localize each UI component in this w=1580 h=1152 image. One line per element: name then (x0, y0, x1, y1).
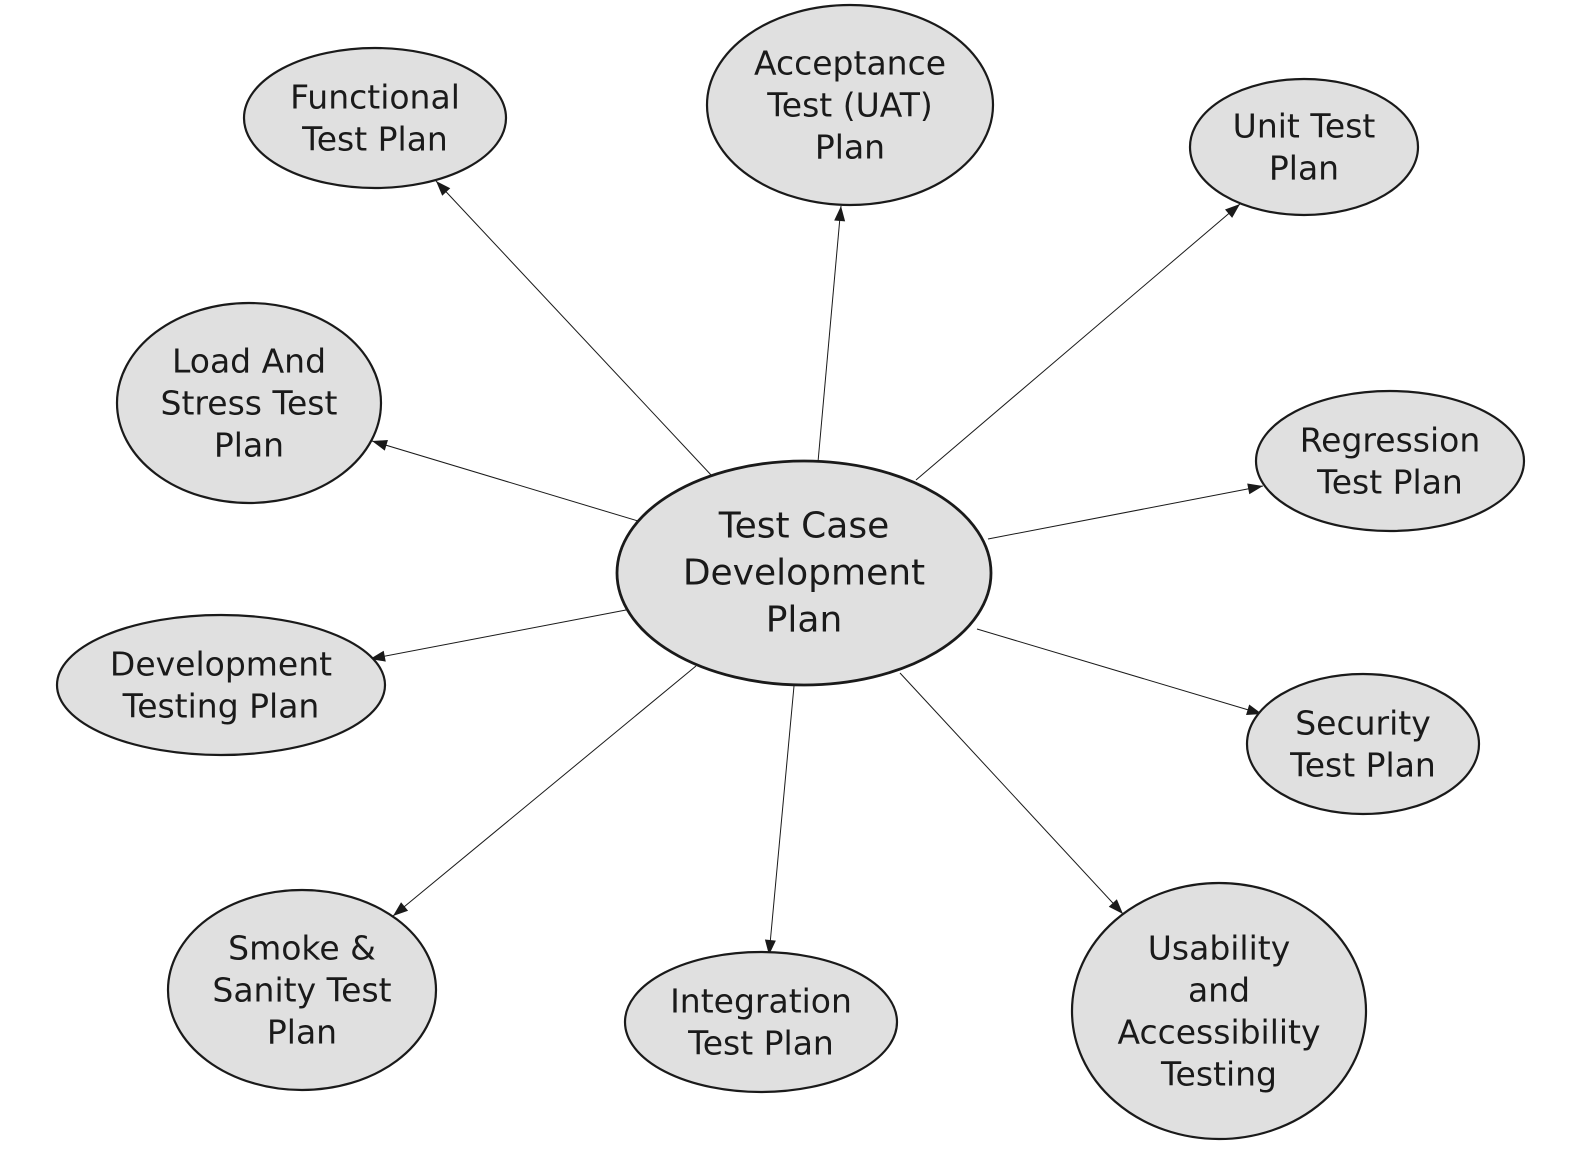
node-label: Smoke & (228, 929, 376, 968)
arrowhead-icon (393, 902, 409, 916)
node-ellipse (166, 888, 438, 1092)
node-label: Test (UAT) (766, 86, 933, 125)
node-label: Integration (670, 982, 852, 1021)
node-label: Unit Test (1233, 107, 1376, 146)
connector-development-testing (369, 609, 627, 662)
node-label: Test Plan (1316, 463, 1463, 502)
node-label: and (1188, 971, 1250, 1010)
node-ellipse (1245, 672, 1481, 816)
connector-regression (987, 483, 1264, 540)
node-label: Sanity Test (212, 971, 391, 1010)
connector-line (435, 180, 713, 477)
connector-line (369, 609, 627, 660)
connector-line (392, 665, 697, 917)
connector-unit (915, 203, 1241, 481)
node-label: Stress Test (161, 384, 338, 423)
connector-smoke-sanity (392, 665, 697, 917)
node-label: Testing (1160, 1055, 1277, 1094)
center-node-label: Test Case (718, 506, 889, 547)
arrowhead-icon (1247, 483, 1263, 495)
node-label: Plan (214, 426, 284, 465)
node-label: Usability (1148, 929, 1291, 968)
node-label: Load And (172, 342, 326, 381)
connector-line (987, 485, 1264, 540)
connector-line (817, 205, 842, 463)
connector-line (915, 203, 1241, 481)
node-label: Development (110, 645, 332, 684)
center-node-label: Plan (766, 600, 843, 641)
arrowhead-icon (1108, 899, 1123, 914)
node-ellipse (1254, 389, 1526, 533)
connector-line (371, 440, 639, 522)
node-label: Plan (1269, 149, 1339, 188)
node-label: Functional (290, 78, 460, 117)
arrowhead-icon (764, 939, 776, 955)
node-ellipse (55, 613, 387, 757)
node-ellipse (623, 950, 899, 1094)
node-ellipse (242, 46, 508, 190)
arrowhead-icon (1246, 704, 1262, 715)
center-node-label: Development (683, 553, 925, 594)
node-label: Security (1295, 704, 1431, 743)
node-label: Test Plan (1289, 746, 1436, 785)
node-ellipse (705, 3, 995, 207)
connector-usability (899, 672, 1124, 915)
node-label: Accessibility (1117, 1013, 1320, 1052)
arrowhead-icon (436, 181, 451, 196)
node-label: Plan (267, 1013, 337, 1052)
connector-layer (369, 180, 1264, 956)
node-label: Testing Plan (122, 687, 320, 726)
connector-acceptance (817, 205, 846, 463)
node-label: Regression (1300, 421, 1481, 460)
node-label: Test Plan (687, 1024, 834, 1063)
connector-line (768, 685, 795, 956)
connector-line (899, 672, 1124, 915)
center-ellipse (615, 459, 993, 687)
node-label: Plan (815, 128, 885, 167)
node-label: Test Plan (301, 120, 448, 159)
connector-integration (764, 685, 795, 956)
node-label: Acceptance (754, 44, 946, 83)
node-ellipse (115, 301, 383, 505)
connector-load-stress (371, 440, 639, 522)
node-ellipse (1188, 77, 1420, 217)
arrowhead-icon (1225, 204, 1240, 218)
arrowhead-icon (834, 206, 846, 222)
node-ellipse (1070, 881, 1368, 1141)
connector-line (976, 628, 1263, 715)
connector-security (976, 628, 1263, 715)
arrowhead-icon (372, 440, 388, 451)
connector-functional (435, 180, 713, 477)
